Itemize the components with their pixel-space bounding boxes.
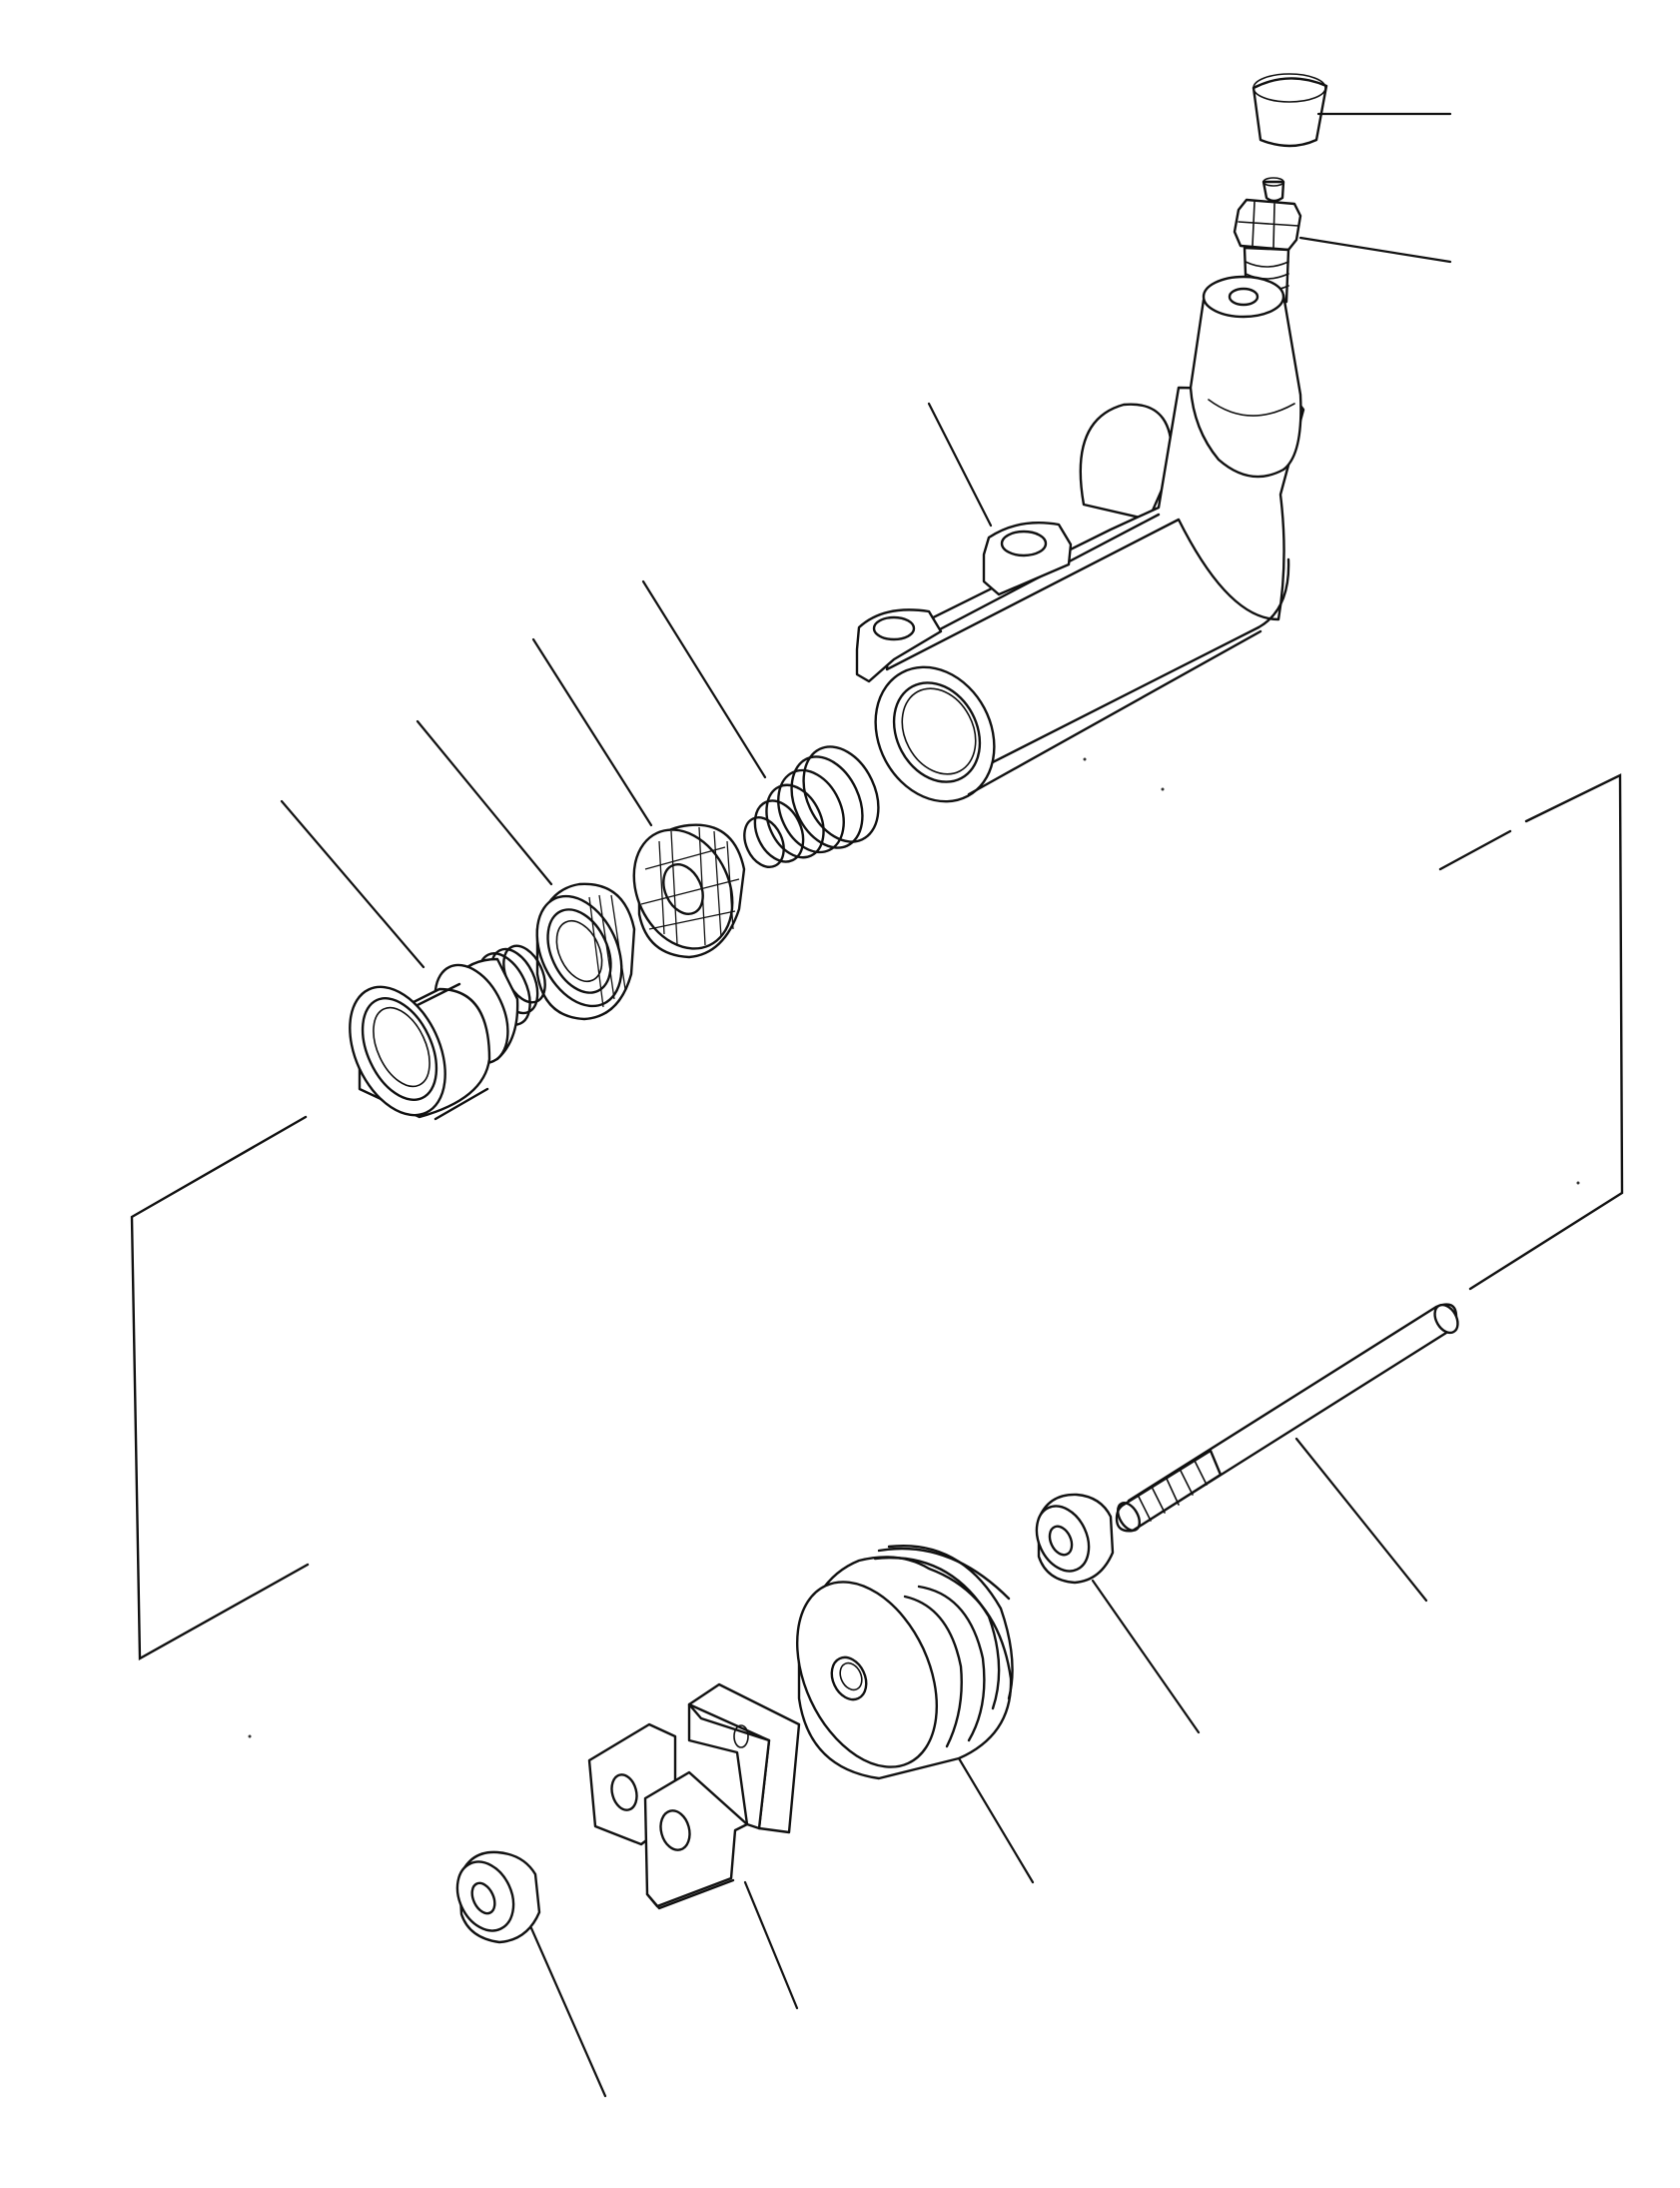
piston-part — [349, 944, 546, 1121]
seal-ring-part — [535, 882, 636, 1021]
cylinder-body-part — [855, 275, 1305, 803]
leader-line-spring — [641, 579, 767, 779]
scan-speck — [1161, 787, 1165, 791]
leader-line-clevis — [743, 1880, 799, 2010]
scan-speck — [248, 1734, 252, 1738]
spring-part — [743, 745, 880, 868]
boot-part — [795, 1545, 1014, 1780]
scan-speck — [1083, 757, 1087, 761]
leader-line-seal — [416, 719, 553, 886]
leader-line-nut-upper — [1091, 1579, 1201, 1734]
nut-lower-part — [455, 1850, 541, 1944]
piston-cup-part — [632, 823, 746, 959]
leader-line-bleeder — [1298, 236, 1452, 264]
assembly-frame-right-top — [1438, 773, 1624, 1291]
nut-upper-part — [1035, 1493, 1115, 1585]
leader-line-piston-cup — [531, 637, 653, 827]
dust-cap-part — [1252, 73, 1328, 148]
leader-line-cylinder-body — [927, 402, 993, 528]
leader-line-nut-lower — [529, 1926, 607, 2098]
push-rod-part — [1115, 1303, 1459, 1533]
leader-line-piston — [280, 799, 425, 969]
scan-speck — [1576, 1181, 1580, 1185]
assembly-frame-left — [130, 1115, 310, 1661]
leader-line-boot — [957, 1756, 1035, 1884]
clevis-part — [587, 1682, 801, 1910]
leader-line-push-rod — [1294, 1437, 1428, 1603]
